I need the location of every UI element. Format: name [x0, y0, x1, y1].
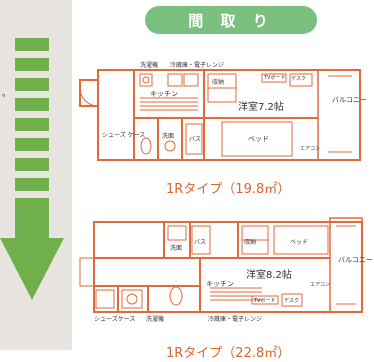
plan-b-storage-label: 収納: [244, 238, 256, 246]
plan-b-kitchen-label: キッチン: [206, 280, 234, 288]
plan-a-type-label: 1Rタイプ（19.8㎡）: [166, 182, 291, 197]
plan-a-room-label: 洋室7.2帖: [238, 100, 284, 113]
plan-b-outer-wall: [93, 221, 363, 313]
plan-b-type-label: 1Rタイプ（22.8㎡）: [166, 346, 291, 361]
plan-b-washer-label: 洗濯機: [146, 315, 164, 323]
plan-b-room-label: 洋室8.2帖: [246, 268, 292, 281]
plan-a-bath-label: バス: [189, 136, 201, 143]
plan-b-shoes-case-label: シューズケース: [94, 315, 135, 323]
plan-b-aircon-label: エアコン: [310, 282, 330, 288]
plan-a-tv-board-label: TVボード: [263, 74, 285, 81]
plan-b-bed-label: ベッド: [290, 239, 308, 246]
plan-b-bath-label: バス: [194, 239, 206, 246]
plan-b-balcony-label: バルコニー: [338, 256, 373, 264]
down-arrow-icon: [0, 38, 64, 300]
plan-a-washroom-label: 洗面: [162, 132, 174, 140]
page-title: 間 取 り: [145, 6, 317, 34]
plan-a-desk-label: デスク: [291, 75, 306, 82]
plan-a-storage-label: 収納: [212, 78, 224, 86]
left-note: 。: [2, 89, 12, 99]
plan-a-washer-label: 洗濯機: [140, 61, 158, 69]
plan-a-kitchen-label: キッチン: [150, 90, 178, 98]
plan-b-washroom-label: 洗面: [170, 244, 182, 252]
plan-b-tv-board-label: TVボード: [253, 297, 275, 304]
plan-a-fridge-range-label: 冷蔵庫・電子レンジ: [170, 61, 224, 69]
plan-b-fridge-range-label: 冷蔵庫・電子レンジ: [208, 315, 262, 323]
plan-a-aircon-label: エアコン: [300, 146, 320, 152]
plan-b-desk-label: デスク: [284, 297, 299, 304]
plan-a-shoes-case-label: シューズ ケース: [102, 131, 145, 139]
plan-a-balcony-label: バルコニー: [332, 96, 367, 104]
plan-a-bed-label: ベッド: [248, 135, 269, 143]
